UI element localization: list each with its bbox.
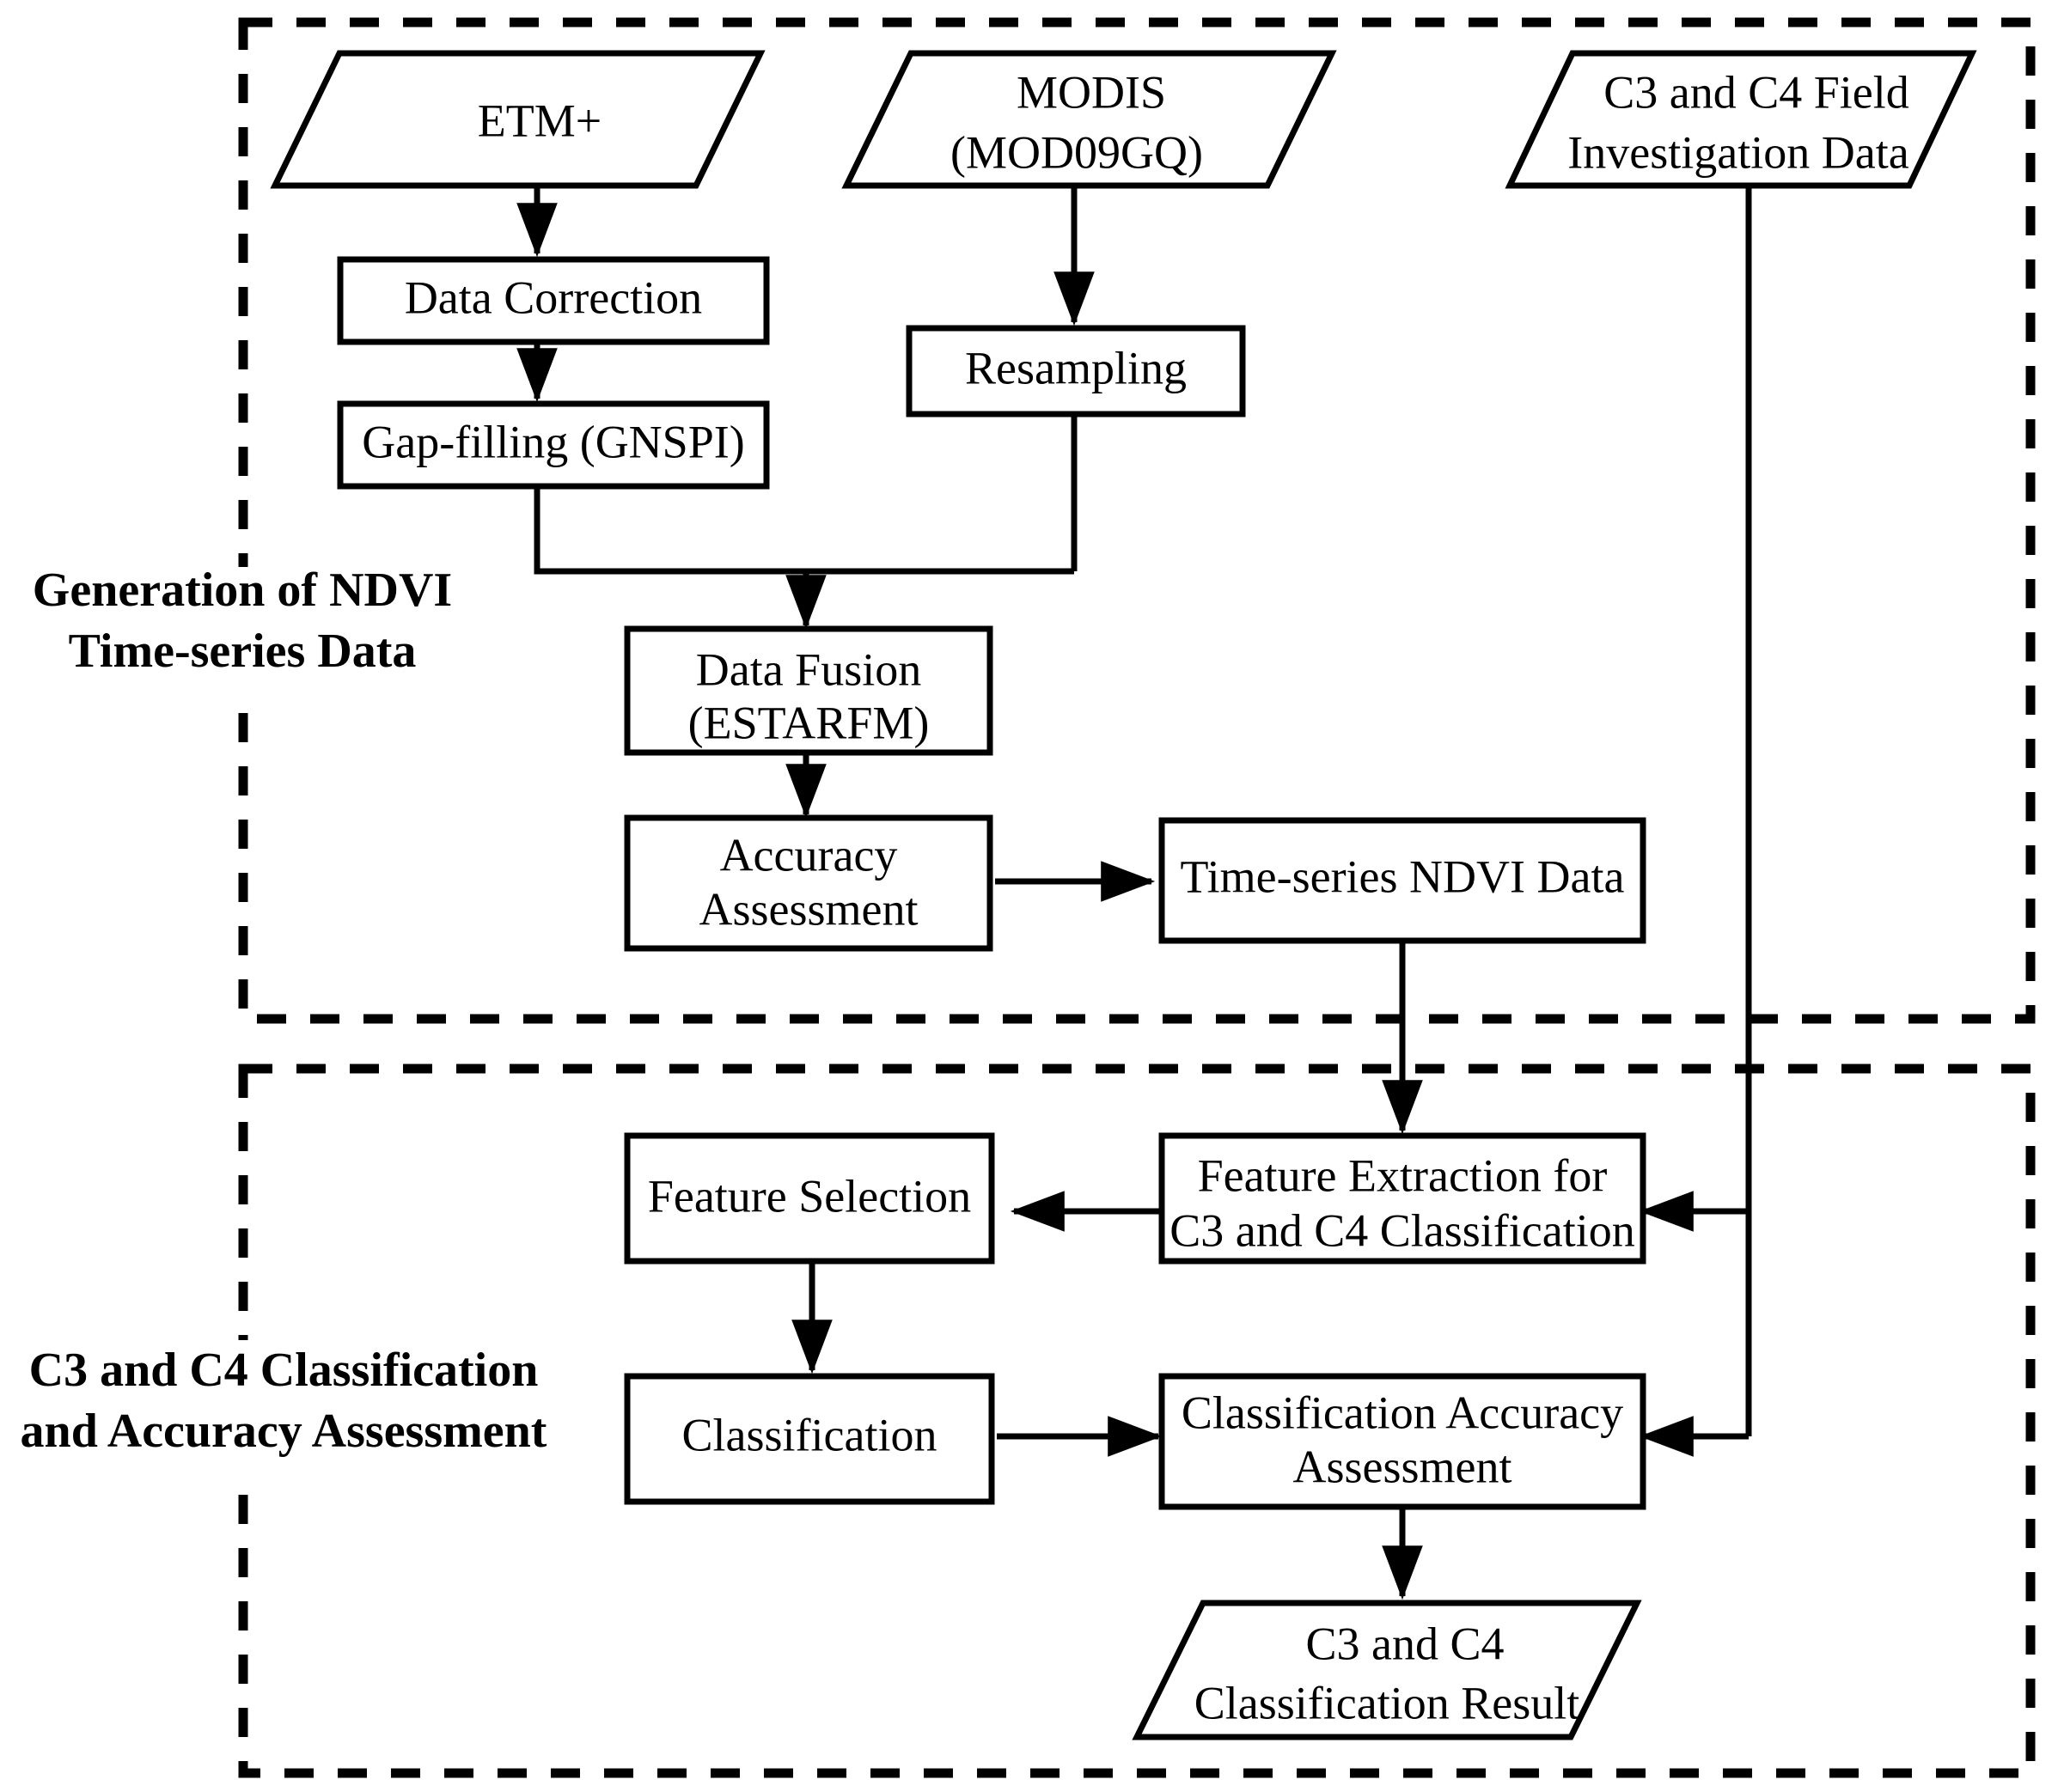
group-classification-frame [238,1064,2036,1778]
group-generation-frame [238,17,2036,1024]
group-classification-label-line1: C3 and C4 Classification [29,1344,539,1397]
result-label-line2: Classification Result [1194,1677,1579,1728]
group-generation-label: Generation of NDVI Time-series Data [4,564,485,704]
feature-select-label: Feature Selection [648,1170,971,1222]
accuracy-label-line2: Assessment [699,883,919,935]
node-gap-filling[interactable]: Gap-filling (GNSPI) [337,400,770,490]
class-accuracy-label-line2: Assessment [1293,1441,1512,1492]
feature-extract-label-line1: Feature Extraction for [1198,1149,1608,1201]
node-data-fusion[interactable]: Data Fusion (ESTARFM) [624,625,993,756]
etm-label-line1: ETM+ [478,94,602,146]
result-parallelogram [1132,1600,1642,1740]
node-modis[interactable]: MODIS (MOD09GQ) [841,50,1337,189]
node-classification-accuracy-assessment[interactable]: Classification Accuracy Assessment [1158,1373,1646,1510]
data-fusion-label-line2: (ESTARFM) [688,697,930,748]
classification-rect [624,1373,995,1505]
group-generation-label-line2: Time-series Data [69,625,417,678]
node-feature-selection[interactable]: Feature Selection [624,1132,995,1265]
edge-gap-filling-merge [534,483,1074,575]
node-resampling[interactable]: Resampling [906,325,1246,418]
node-field-investigation-data[interactable]: C3 and C4 Field Investigation Data [1505,50,1977,189]
connector-layer [516,186,1752,1600]
feature-extract-label-line2: C3 and C4 Classification [1169,1204,1634,1256]
gap-filling-rect [337,400,770,490]
group-classification-label-line2: and Accuracy Assessment [21,1405,547,1458]
data-fusion-rect [624,625,993,756]
node-classification[interactable]: Classification [624,1373,995,1505]
node-classification-result[interactable]: C3 and C4 Classification Result [1132,1600,1642,1740]
feature-extract-rect [1158,1132,1646,1265]
class-accuracy-label-line1: Classification Accuracy [1182,1387,1623,1438]
gap-filling-label: Gap-filling (GNSPI) [362,416,744,467]
accuracy-rect [624,814,993,952]
modis-label-line2: (MOD09GQ) [950,126,1203,178]
node-etm[interactable]: ETM+ [270,50,766,189]
node-data-correction[interactable]: Data Correction [337,256,770,345]
class-accuracy-rect [1158,1373,1646,1510]
ndvi-label: Time-series NDVI Data [1181,850,1625,902]
resampling-label: Resampling [965,342,1187,393]
node-accuracy-assessment[interactable]: Accuracy Assessment [624,814,993,952]
node-time-series-ndvi-data[interactable]: Time-series NDVI Data [1158,817,1646,944]
accuracy-label-line1: Accuracy [720,829,898,881]
ndvi-rect [1158,817,1646,944]
data-correction-rect [337,256,770,345]
data-fusion-label-line1: Data Fusion [696,643,922,695]
resampling-rect [906,325,1246,418]
group-generation-label-line1: Generation of NDVI [33,564,452,617]
node-feature-extraction[interactable]: Feature Extraction for C3 and C4 Classif… [1158,1132,1646,1265]
etm-parallelogram [270,50,766,189]
field-parallelogram [1505,50,1977,189]
group-classification-label: C3 and C4 Classification and Accuracy As… [4,1340,589,1478]
modis-label-line1: MODIS [1017,66,1166,118]
field-label-line1: C3 and C4 Field [1603,66,1909,118]
result-label-line1: C3 and C4 [1305,1618,1504,1669]
data-correction-label: Data Correction [405,271,702,323]
classification-label: Classification [682,1409,937,1460]
modis-parallelogram [841,50,1337,189]
field-label-line2: Investigation Data [1567,126,1908,178]
feature-select-rect [624,1132,995,1265]
